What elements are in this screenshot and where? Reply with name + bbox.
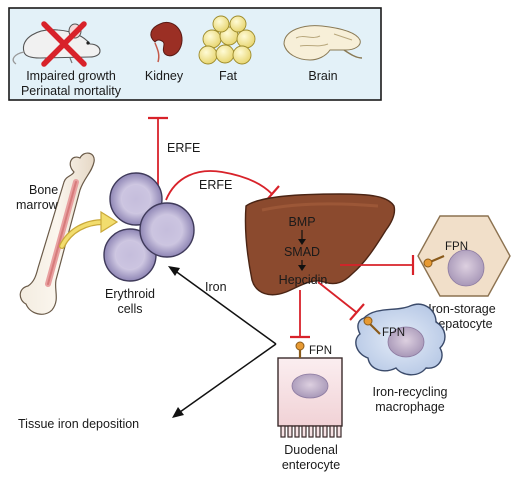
- macrophage-fpn-icon: [363, 316, 381, 335]
- hepcidin-to-enterocyte: [290, 290, 310, 339]
- erfe-top-label: ERFE: [167, 141, 200, 155]
- brain-icon: [283, 25, 363, 61]
- liver-icon: [244, 193, 396, 296]
- iron-label: Iron: [205, 280, 227, 294]
- bone-marrow-label-line2: marrow: [16, 198, 59, 212]
- hepatocyte-label-line2: hepatocyte: [431, 317, 492, 331]
- mouse-label-line1: Impaired growth: [26, 69, 116, 83]
- mouse-label-line2: Perinatal mortality: [21, 84, 122, 98]
- kidney-label: Kidney: [145, 69, 184, 83]
- organ-panel: Impaired growth Perinatal mortality Kidn…: [8, 7, 382, 101]
- macrophage-icon: [355, 303, 446, 376]
- fat-label: Fat: [219, 69, 238, 83]
- liver-hepcidin: Hepcidin: [279, 273, 328, 287]
- enterocyte-fpn-icon: [295, 341, 305, 358]
- hepatocyte-icon: [417, 215, 511, 297]
- enterocyte-icon: [277, 357, 343, 438]
- kidney-icon: [150, 22, 183, 63]
- hepatocyte-label-line1: Iron-storage: [428, 302, 495, 316]
- hepcidin-to-macrophage: [317, 281, 365, 321]
- erythroid-label-line2: cells: [117, 302, 142, 316]
- bmp-arrowhead: [298, 239, 306, 245]
- erfe-liver-label: ERFE: [199, 178, 232, 192]
- smad-arrowhead: [298, 265, 306, 271]
- hepatocyte-fpn-icon: [423, 254, 445, 268]
- macrophage-label-line2: macrophage: [375, 400, 445, 414]
- liver-smad: SMAD: [284, 245, 320, 259]
- erfe-inhibit-arrow: [148, 116, 168, 192]
- tissue-iron-arrow: [172, 343, 277, 418]
- macrophage-fpn: FPN: [382, 327, 405, 339]
- erythroid-label-line1: Erythroid: [105, 287, 155, 301]
- enterocyte-fpn: FPN: [309, 345, 332, 357]
- bone-marrow-label-line1: Bone: [29, 183, 58, 197]
- hepatocyte-fpn: FPN: [445, 241, 468, 253]
- cross-icon: [41, 21, 87, 67]
- macrophage-label-line1: Iron-recycling: [372, 385, 447, 399]
- liver-bmp: BMP: [288, 215, 315, 229]
- enterocyte-label-line1: Duodenal: [284, 443, 338, 457]
- tissue-iron-label: Tissue iron deposition: [18, 417, 139, 431]
- enterocyte-label-line2: enterocyte: [282, 458, 340, 472]
- erythroid-cells: [103, 172, 195, 282]
- brain-label: Brain: [308, 69, 337, 83]
- iron-arrow: [168, 266, 277, 345]
- fat-icon: [198, 15, 256, 65]
- yellow-arrow-icon: [59, 210, 119, 249]
- hepcidin-to-hepatocyte: [340, 255, 415, 275]
- bone-icon: [19, 152, 95, 315]
